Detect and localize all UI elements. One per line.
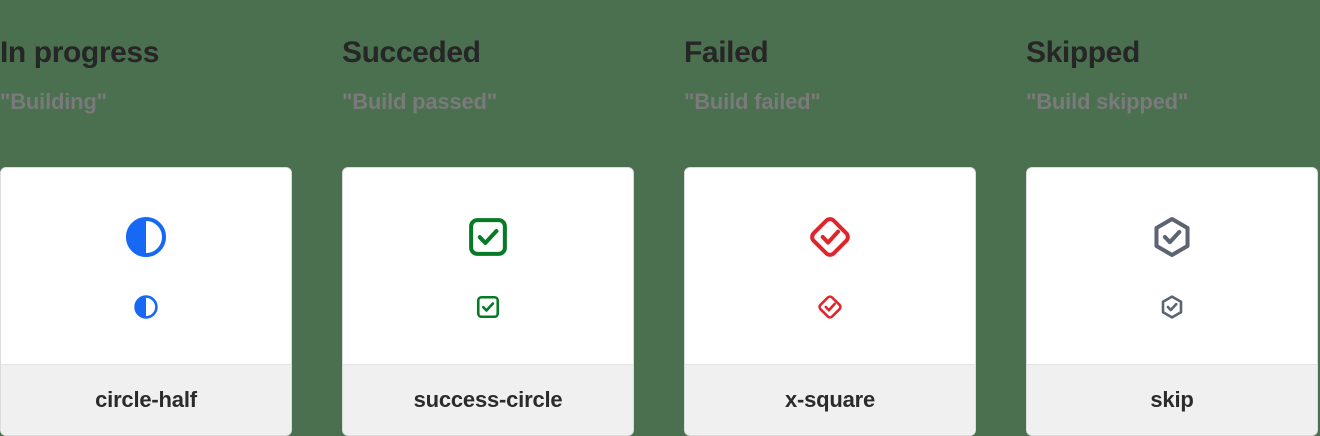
icon-card-skip[interactable]: skip (1026, 167, 1318, 436)
column-title: Succeded (342, 36, 481, 69)
success-circle-icon (469, 218, 507, 256)
skip-icon (1161, 295, 1183, 319)
circle-half-icon (134, 295, 158, 319)
status-column-failed: Failed "Build failed" (684, 0, 976, 436)
icon-preview-area (343, 168, 633, 364)
column-title: Skipped (1026, 36, 1140, 69)
icon-name-label: success-circle (413, 387, 563, 412)
skip-icon (1154, 216, 1190, 258)
success-circle-icon (476, 295, 500, 319)
icon-name-label: x-square (784, 387, 876, 412)
icon-preview-small (343, 294, 633, 320)
icon-preview-area (1, 168, 291, 364)
status-column-skipped: Skipped "Build skipped" sk (1026, 0, 1318, 436)
icon-card-success-circle[interactable]: success-circle (342, 167, 634, 436)
icon-card-circle-half[interactable]: circle-half (0, 167, 292, 436)
icon-name-label: circle-half (95, 387, 197, 412)
icon-card-footer: success-circle (343, 364, 633, 435)
icon-preview-large (1027, 214, 1317, 260)
column-subtitle: "Build failed" (684, 89, 821, 114)
icon-preview-large (685, 214, 975, 260)
icon-card-footer: x-square (685, 364, 975, 435)
column-title: Failed (684, 36, 769, 69)
x-square-icon (818, 295, 842, 319)
status-column-in-progress: In progress "Building" cir (0, 0, 292, 436)
column-subtitle: "Building" (0, 89, 107, 114)
circle-half-icon (125, 216, 167, 258)
column-subtitle: "Build passed" (342, 89, 497, 114)
icon-preview-large (343, 214, 633, 260)
icon-card-footer: skip (1027, 364, 1317, 435)
icon-preview-area (685, 168, 975, 364)
icon-preview-small (685, 294, 975, 320)
icon-card-x-square[interactable]: x-square (684, 167, 976, 436)
icon-preview-small (1, 294, 291, 320)
x-square-icon (810, 217, 850, 257)
column-title: In progress (0, 36, 159, 69)
icon-name-label: skip (1150, 387, 1194, 412)
icon-preview-area (1027, 168, 1317, 364)
icon-card-footer: circle-half (1, 364, 291, 435)
icon-preview-large (1, 214, 291, 260)
icon-preview-small (1027, 294, 1317, 320)
status-column-succeeded: Succeded "Build passed" su (342, 0, 634, 436)
column-subtitle: "Build skipped" (1026, 89, 1189, 114)
